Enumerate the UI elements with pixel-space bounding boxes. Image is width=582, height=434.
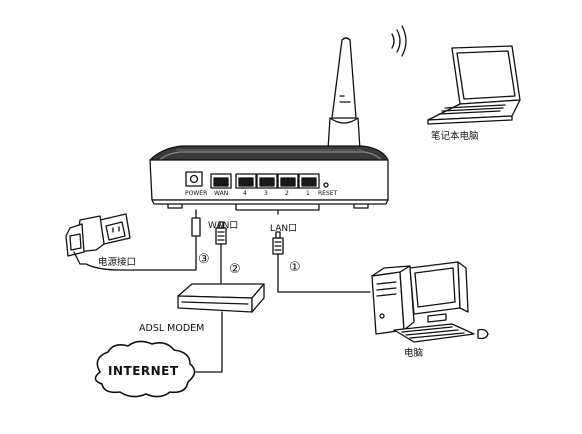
wifi-signal-icon [391,25,407,57]
modem-label: ADSL MODEM [139,323,205,334]
step-3-marker: ③ [198,252,210,267]
step-2-marker: ② [229,262,241,277]
router-lan-3-label: 3 [264,190,268,197]
laptop-icon [427,45,521,125]
power-port-label: 电源接口 [98,257,137,268]
desktop-label: 电脑 [404,348,424,359]
lan-port-label: LAN口 [270,224,298,234]
router-lan-4-label: 4 [243,190,247,197]
router-icon [149,145,389,209]
router-wan-label: WAN [214,190,229,197]
router-power-label: POWER [185,190,208,197]
router-lan-2-label: 2 [285,190,289,197]
wan-cable [215,221,227,285]
router-reset-label: RESET [318,190,338,197]
power-adapter-icon [65,209,201,271]
step-1-marker: ① [289,260,301,275]
internet-cloud-icon [94,340,196,398]
antenna-icon [327,37,361,191]
router-lan-1-label: 1 [306,190,310,197]
lan-bracket [235,204,320,211]
desktop-computer-icon [371,261,489,343]
laptop-label: 笔记本电脑 [431,131,479,142]
wan-port-label: WAN口 [208,221,239,231]
adsl-modem-icon [177,283,265,373]
lan-cable [272,231,371,293]
internet-label: INTERNET [108,364,179,378]
